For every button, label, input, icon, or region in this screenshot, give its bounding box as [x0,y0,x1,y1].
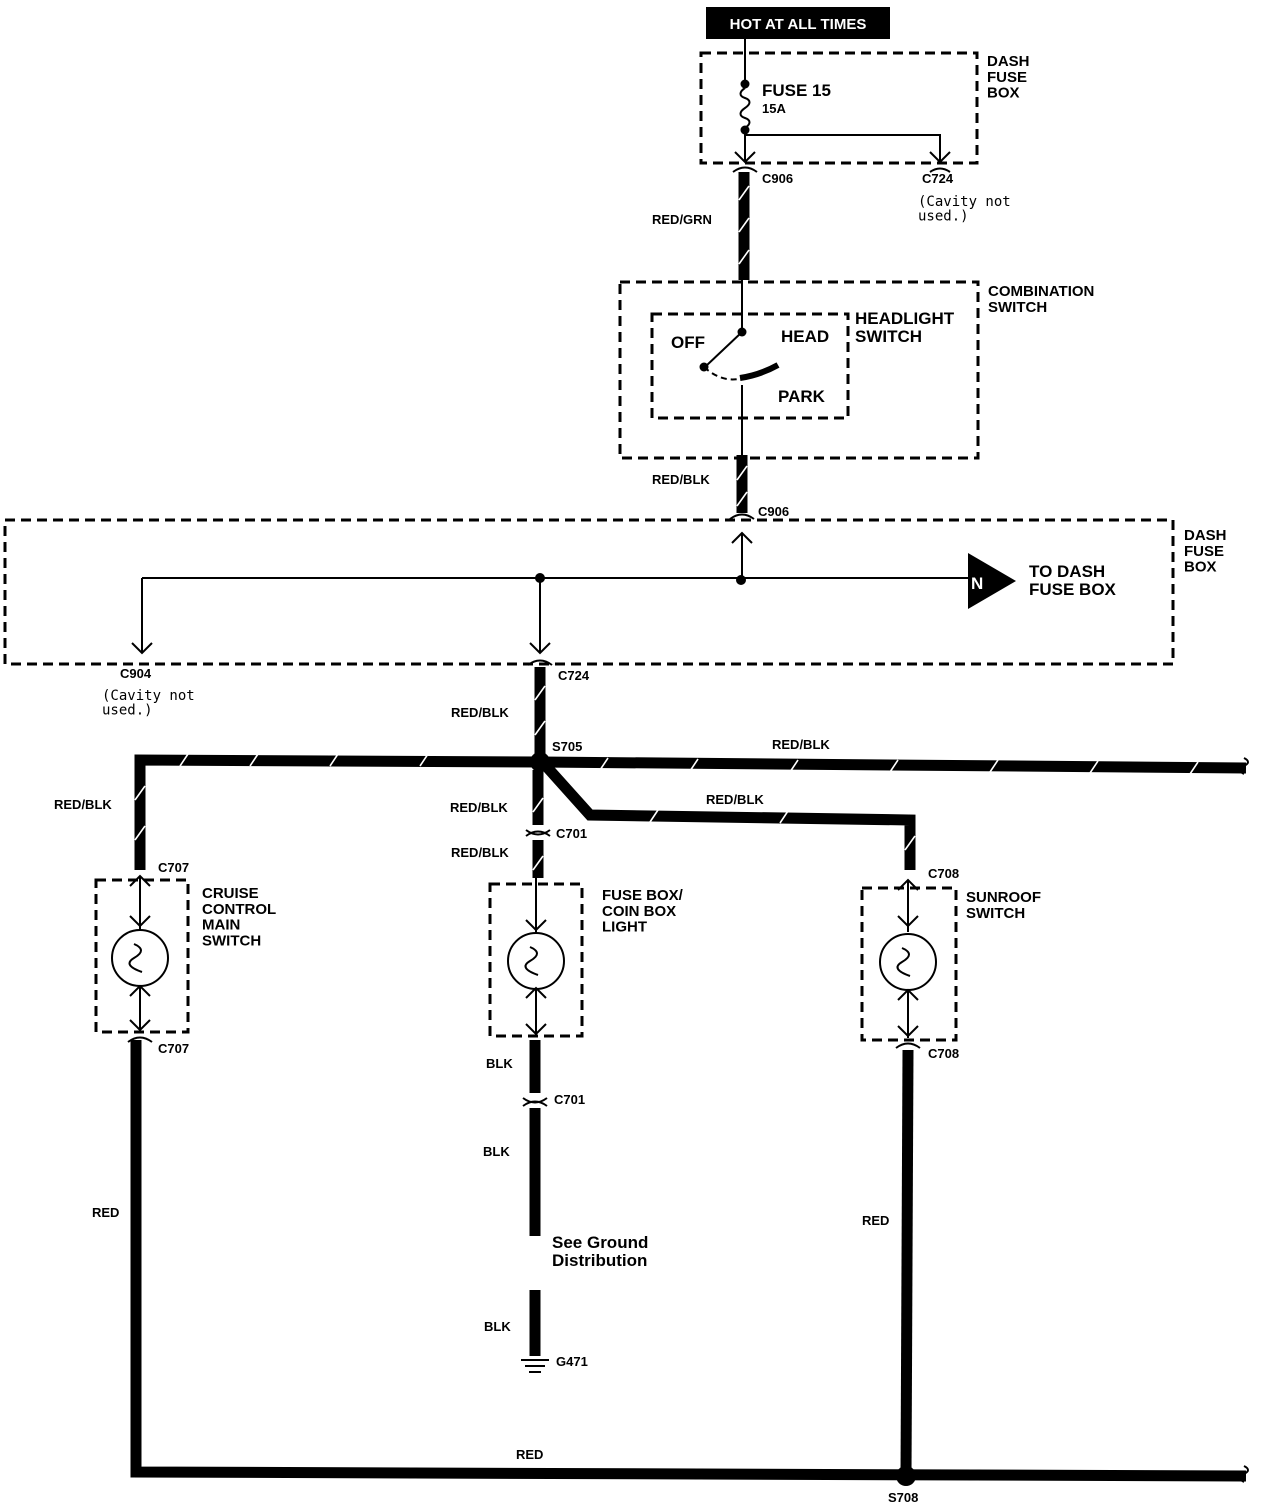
wire-label-red-grn: RED/GRN [652,212,712,227]
wire-label-blk-3: BLK [484,1319,511,1334]
wire-label-red-3: RED [516,1447,543,1462]
combination-switch-box [618,280,980,460]
wire-label-red-blk-3: RED/BLK [54,797,112,812]
fuse-name: FUSE 15 [762,81,831,100]
sunroof-switch-box [860,886,958,1042]
wire-label-red-blk-7: RED/BLK [451,845,509,860]
connector-c708-top: C708 [928,866,959,881]
fuse-rating: 15A [762,101,786,116]
power-source-badge [706,7,890,39]
connector-c701-top: C701 [556,826,587,841]
connector-c906-mid: C906 [758,504,789,519]
connector-c707-bottom: C707 [158,1041,189,1056]
wire-label-red-blk-6: RED/BLK [450,800,508,815]
wire-label-red-blk-4: RED/BLK [772,737,830,752]
wire-label-red-1: RED [92,1205,119,1220]
fusebox-bulb-icon [507,932,565,990]
headlight-switch-box [650,312,850,420]
connector-c708-bottom: C708 [928,1046,959,1061]
splice-s708-label: S708 [888,1490,918,1505]
dash-fuse-box-mid [3,518,1175,666]
wire-label-red-blk-5: RED/BLK [706,792,764,807]
splice-s708 [896,1466,916,1486]
wire-label-red-blk-2: RED/BLK [451,705,509,720]
wire-label-blk-1: BLK [486,1056,513,1071]
fuse-symbol [739,87,751,129]
wire-label-red-blk-1: RED/BLK [652,472,710,487]
cruise-bulb-icon [111,929,169,987]
dash-fuse-box-top [699,51,979,165]
splice-s705-label: S705 [552,739,582,754]
connector-c906-top: C906 [762,171,793,186]
cruise-switch-box [94,878,190,1034]
switch-position-head: HEAD [781,327,829,346]
connector-c707-top: C707 [158,860,189,875]
ground-g471-icon [521,1359,549,1373]
switch-position-off: OFF [671,333,705,352]
switch-position-park: PARK [778,387,826,406]
connector-c724-mid: C724 [558,668,590,683]
to-dash-fuse-box-arrow [968,553,1016,609]
ground-g471-label: G471 [556,1354,588,1369]
wire-label-red-2: RED [862,1213,889,1228]
connector-c724-top: C724 [922,171,954,186]
nav-letter-n: N [971,574,983,593]
wire-label-blk-2: BLK [483,1144,510,1159]
sunroof-bulb-icon [879,933,937,991]
connector-c701-bottom: C701 [554,1092,585,1107]
connector-c904: C904 [120,666,152,681]
power-source-label: HOT AT ALL TIMES [730,16,867,33]
